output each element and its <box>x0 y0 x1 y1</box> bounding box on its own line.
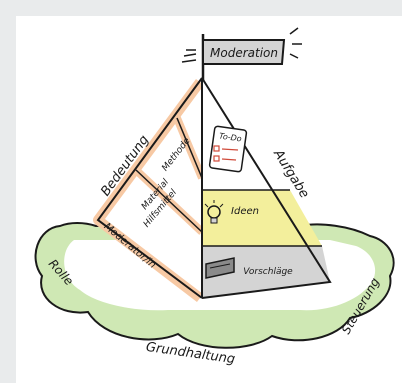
left-layer-line-2 <box>135 169 203 233</box>
left-face-band-3 <box>100 170 202 296</box>
pyramid-outline-left <box>96 77 203 299</box>
diagram-card: Moderation Bedeutung Aufgabe Methode Mat… <box>16 16 402 383</box>
flag-label: Moderation <box>210 46 278 60</box>
left-layer-line-1 <box>176 117 203 179</box>
right-layer-label-todo: To-Do <box>218 131 242 143</box>
flag-icon <box>181 27 302 80</box>
right-layer-label-vorschlaege: Vorschläge <box>243 267 293 277</box>
moderation-pyramid-diagram: Moderation Bedeutung Aufgabe Methode Mat… <box>34 27 395 367</box>
right-layer-label-ideen: Ideen <box>231 206 259 217</box>
book-icon <box>205 257 235 279</box>
right-face-ideen-band <box>202 190 322 246</box>
lightbulb-icon <box>204 200 224 224</box>
checklist-icon <box>208 125 248 173</box>
